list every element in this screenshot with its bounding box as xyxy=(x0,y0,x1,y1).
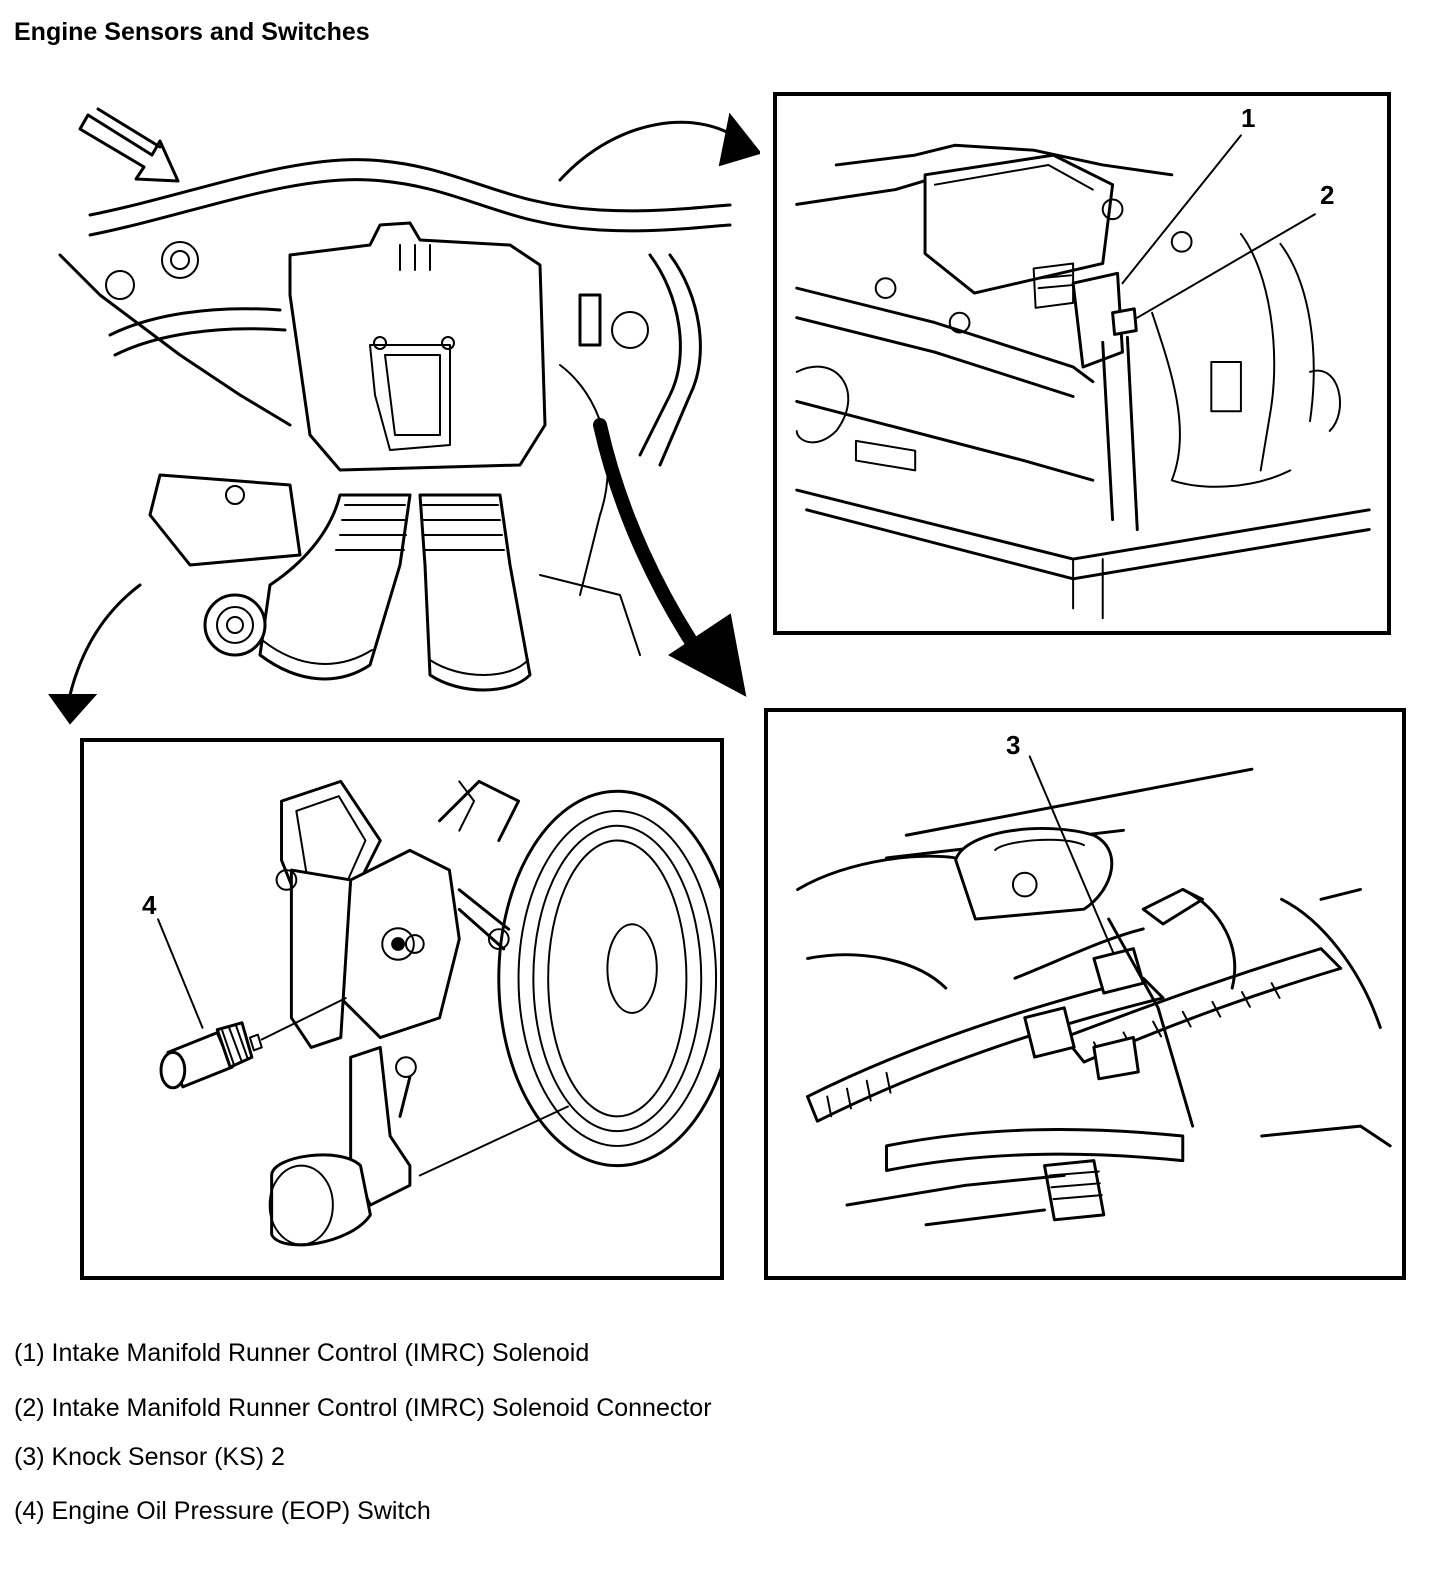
callout-3: 3 xyxy=(1006,730,1021,760)
legend-item-1: (1) Intake Manifold Runner Control (IMRC… xyxy=(14,1339,590,1367)
callout-4: 4 xyxy=(142,890,157,920)
legend-item-4: (4) Engine Oil Pressure (EOP) Switch xyxy=(14,1497,431,1525)
legend-item-2: (2) Intake Manifold Runner Control (IMRC… xyxy=(14,1394,712,1422)
detail-panel-eop-switch xyxy=(80,738,724,1280)
detail-panel-knock-sensor xyxy=(764,708,1406,1280)
legend-item-3: (3) Knock Sensor (KS) 2 xyxy=(14,1443,285,1471)
view-direction-arrow xyxy=(78,107,180,183)
diagram-title: Engine Sensors and Switches xyxy=(14,18,370,46)
callout-2: 2 xyxy=(1320,180,1335,210)
engine-overview-illustration xyxy=(48,107,760,725)
callout-1: 1 xyxy=(1241,103,1256,133)
detail-panel-imrc xyxy=(773,92,1391,635)
